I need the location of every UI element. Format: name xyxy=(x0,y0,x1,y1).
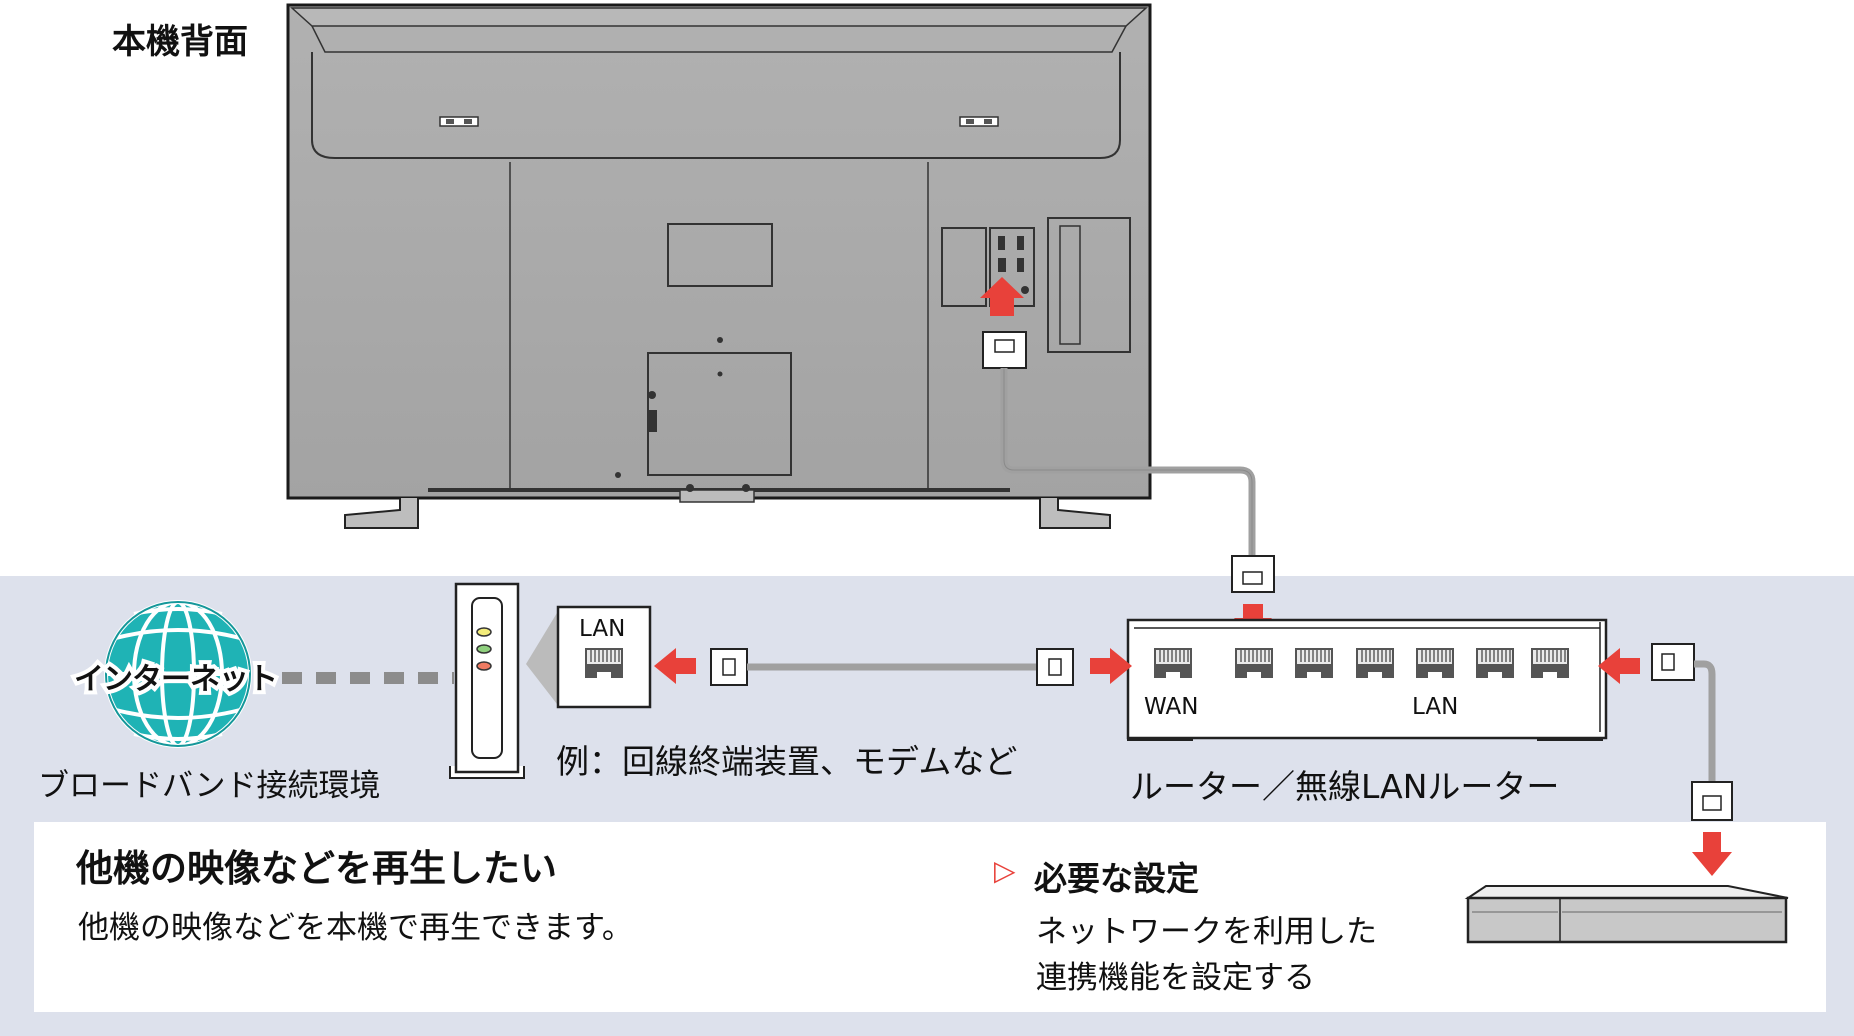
internet-label: インターネット xyxy=(70,658,282,701)
internet-globe-icon xyxy=(104,600,252,748)
recorder-cable-plug xyxy=(1691,781,1733,821)
router-name-label: ルーター／無線LANルーター xyxy=(1130,767,1560,806)
settings-line-1: ネットワークを利用した xyxy=(1036,914,1377,950)
tv-router-cable xyxy=(1000,368,1256,556)
settings-marker-icon: ▷ xyxy=(994,854,1016,887)
tv-lan-arrow xyxy=(980,277,1024,316)
modem-cable-plug xyxy=(710,648,748,686)
router-device xyxy=(1126,618,1608,741)
router-lan-port-6 xyxy=(1530,647,1570,679)
router-lan-port-3 xyxy=(1355,647,1395,679)
info-title: 他機の映像などを再生したい xyxy=(76,847,557,890)
modem-lan-arrow xyxy=(654,648,696,684)
router-lan-port-2 xyxy=(1294,647,1334,679)
modem-lan-port-detail xyxy=(556,605,652,709)
router-lan-port-5 xyxy=(1475,647,1515,679)
router-lan-label: LAN xyxy=(1412,694,1459,720)
modem-device xyxy=(449,582,525,779)
router-wan-plug xyxy=(1036,648,1074,686)
router-right-plug xyxy=(1651,643,1695,681)
modem-example-label: 例：回線終端装置、モデムなど xyxy=(556,742,1018,781)
router-wan-port xyxy=(1153,647,1193,679)
settings-line-2: 連携機能を設定する xyxy=(1036,960,1315,996)
modem-zoom-callout xyxy=(526,608,560,708)
router-top-plug xyxy=(1231,555,1275,593)
tv-rear-illustration xyxy=(286,3,1152,529)
router-lan-port-4 xyxy=(1415,647,1455,679)
router-right-arrow xyxy=(1598,648,1640,684)
router-lan-port-1 xyxy=(1234,647,1274,679)
recorder-arrow xyxy=(1692,832,1732,876)
modem-lan-label: LAN xyxy=(579,616,626,642)
router-wan-arrow xyxy=(1090,648,1132,684)
tv-rear-label: 本機背面 xyxy=(112,22,248,62)
settings-title: 必要な設定 xyxy=(1034,859,1199,898)
broadband-label: ブロードバンド接続環境 xyxy=(38,768,381,804)
info-description: 他機の映像などを本機で再生できます。 xyxy=(78,910,633,946)
tv-cable-plug xyxy=(982,331,1027,369)
router-recorder-cable xyxy=(1694,660,1716,782)
recorder-device xyxy=(1464,885,1789,944)
router-wan-label: WAN xyxy=(1144,694,1199,720)
